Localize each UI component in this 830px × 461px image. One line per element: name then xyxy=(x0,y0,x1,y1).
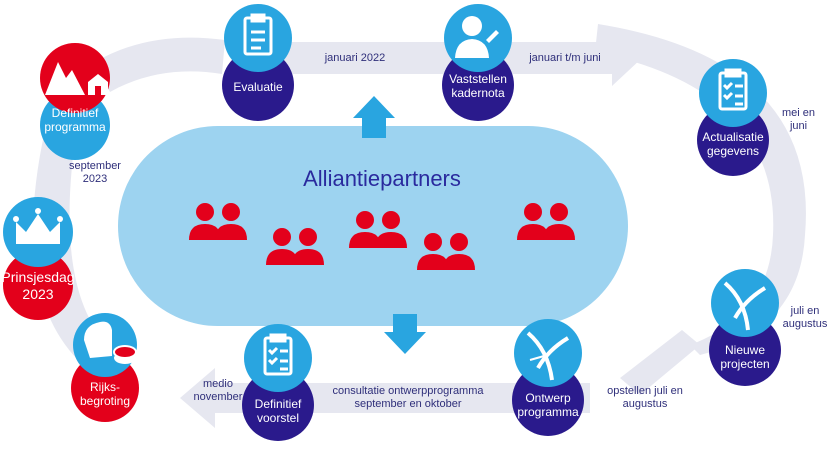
clipboard-icon xyxy=(243,13,273,56)
up-arrow-icon xyxy=(353,96,395,138)
timing-label: januari t/m juni xyxy=(529,52,601,64)
step-definitief xyxy=(40,43,110,160)
step-nieuwe xyxy=(709,269,781,386)
step-actualisatie xyxy=(697,59,769,176)
track-bottom-right xyxy=(620,330,700,395)
road-map-icon xyxy=(526,331,570,381)
step-label-rijks: Rijks-begroting xyxy=(79,380,131,408)
step-vaststellen xyxy=(442,4,514,121)
person-signing-icon xyxy=(455,16,499,58)
checklist-icon xyxy=(718,68,748,111)
step-label-evaluatie: Evaluatie xyxy=(233,80,283,94)
step-evaluatie xyxy=(222,4,294,121)
checklist-icon xyxy=(263,333,293,376)
step-prinsjesdag xyxy=(3,197,73,320)
landscape-icon xyxy=(45,62,108,95)
track-top xyxy=(250,30,642,86)
crown-icon xyxy=(13,208,63,244)
step-ontwerp xyxy=(512,319,584,436)
timing-label: januari 2022 xyxy=(324,52,386,64)
money-hand-icon xyxy=(84,321,137,364)
road-junction-icon xyxy=(723,281,767,331)
track-top-left xyxy=(95,37,225,92)
center-title: Alliantiepartners xyxy=(303,166,461,191)
step-voorstel xyxy=(242,324,314,441)
down-arrow-icon xyxy=(384,314,426,354)
center-pill xyxy=(118,126,628,326)
step-rijks xyxy=(71,313,139,422)
